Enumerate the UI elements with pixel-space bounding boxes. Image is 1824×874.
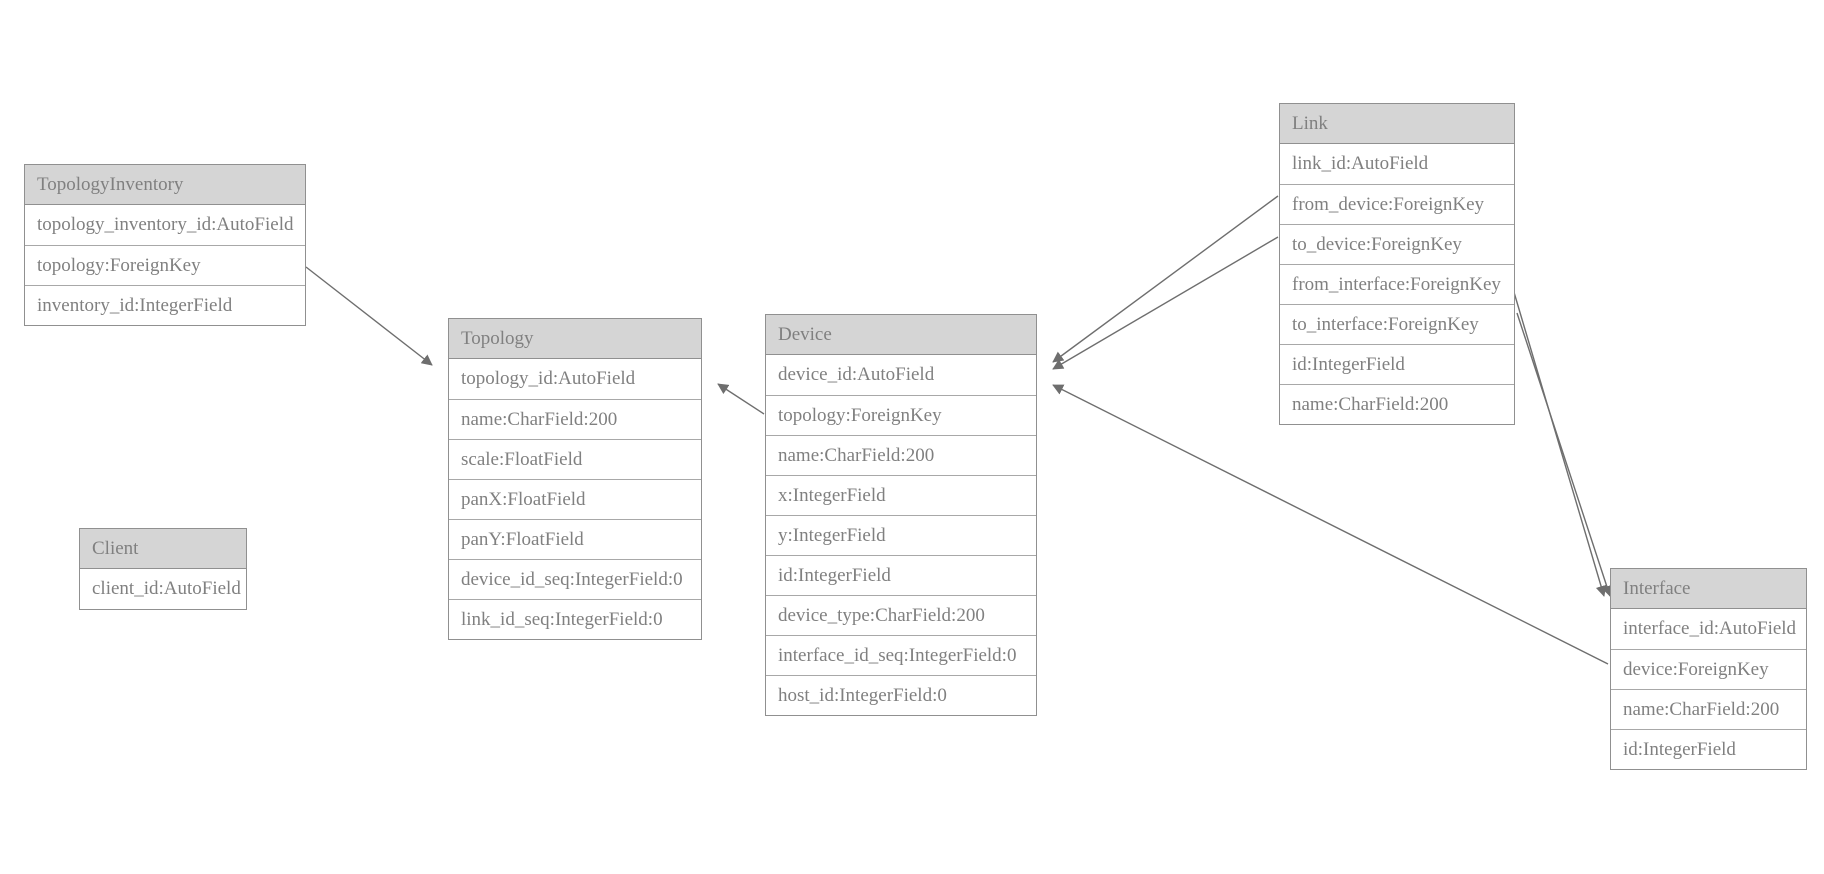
field-row: interface_id_seq:IntegerField:0 <box>766 635 1036 675</box>
relation-line-link-from-device <box>1052 195 1279 363</box>
field-row: name:CharField:200 <box>766 435 1036 475</box>
field-row: topology:ForeignKey <box>25 245 305 285</box>
entity-topology[interactable]: Topology topology_id:AutoField name:Char… <box>448 318 702 640</box>
field-row: link_id:AutoField <box>1292 153 1429 174</box>
field-row: inventory_id:IntegerField <box>25 285 305 325</box>
field-row: name:CharField:200 <box>1280 384 1514 424</box>
field-row: id:IntegerField <box>1611 729 1806 769</box>
relation-line-topologyinventory-topology <box>305 266 433 366</box>
field-row: name:CharField:200 <box>449 399 701 439</box>
field-row: scale:FloatField <box>449 439 701 479</box>
field-row: x:IntegerField <box>766 475 1036 515</box>
entity-title-device: Device <box>766 315 1036 355</box>
relation-line-link-from-interface <box>1507 271 1607 597</box>
field-row: panX:FloatField <box>449 479 701 519</box>
entity-fields-topologyinventory: topology_inventory_id:AutoField topology… <box>25 205 305 325</box>
field-row: link_id_seq:IntegerField:0 <box>449 599 701 639</box>
entity-title-link: Link <box>1280 104 1514 144</box>
relation-line-link-to-device <box>1052 236 1279 370</box>
field-row: id:IntegerField <box>1280 344 1514 384</box>
field-row: device_id_seq:IntegerField:0 <box>449 559 701 599</box>
field-row: to_interface:ForeignKey <box>1280 304 1514 344</box>
field-row: id:IntegerField <box>766 555 1036 595</box>
field-row: name:CharField:200 <box>1611 689 1806 729</box>
entity-title-topologyinventory: TopologyInventory <box>25 165 305 205</box>
relation-line-device-topology <box>717 383 765 415</box>
entity-link[interactable]: Link link_id:AutoField from_device:Forei… <box>1279 103 1515 425</box>
field-row: to_device:ForeignKey <box>1280 224 1514 264</box>
entity-interface[interactable]: Interface interface_id:AutoField device:… <box>1610 568 1807 770</box>
field-row: client_id:AutoField <box>92 578 241 599</box>
entity-device[interactable]: Device device_id:AutoField topology:Fore… <box>765 314 1037 716</box>
field-row: host_id:IntegerField:0 <box>766 675 1036 715</box>
field-row: device_type:CharField:200 <box>766 595 1036 635</box>
field-row: panY:FloatField <box>449 519 701 559</box>
field-row: topology_id:AutoField <box>461 368 636 389</box>
entity-topologyinventory[interactable]: TopologyInventory topology_inventory_id:… <box>24 164 306 326</box>
entity-fields-topology: topology_id:AutoField name:CharField:200… <box>449 359 701 639</box>
entity-fields-device: device_id:AutoField topology:ForeignKey … <box>766 355 1036 715</box>
entity-title-topology: Topology <box>449 319 701 359</box>
entity-title-client: Client <box>80 529 246 569</box>
entity-title-interface: Interface <box>1611 569 1806 609</box>
field-row: topology_inventory_id:AutoField <box>37 214 294 235</box>
entity-client[interactable]: Client client_id:AutoField <box>79 528 247 610</box>
field-row: from_device:ForeignKey <box>1280 184 1514 224</box>
field-row: interface_id:AutoField <box>1623 618 1797 639</box>
relation-line-interface-device <box>1052 384 1609 665</box>
field-row: from_interface:ForeignKey <box>1280 264 1514 304</box>
entity-fields-link: link_id:AutoField from_device:ForeignKey… <box>1280 144 1514 424</box>
field-row: device:ForeignKey <box>1611 649 1806 689</box>
entity-fields-interface: interface_id:AutoField device:ForeignKey… <box>1611 609 1806 769</box>
field-row: device_id:AutoField <box>778 364 935 385</box>
field-row: y:IntegerField <box>766 515 1036 555</box>
entity-fields-client: client_id:AutoField <box>80 569 246 609</box>
field-row: topology:ForeignKey <box>766 395 1036 435</box>
relation-line-link-to-interface <box>1516 312 1613 597</box>
